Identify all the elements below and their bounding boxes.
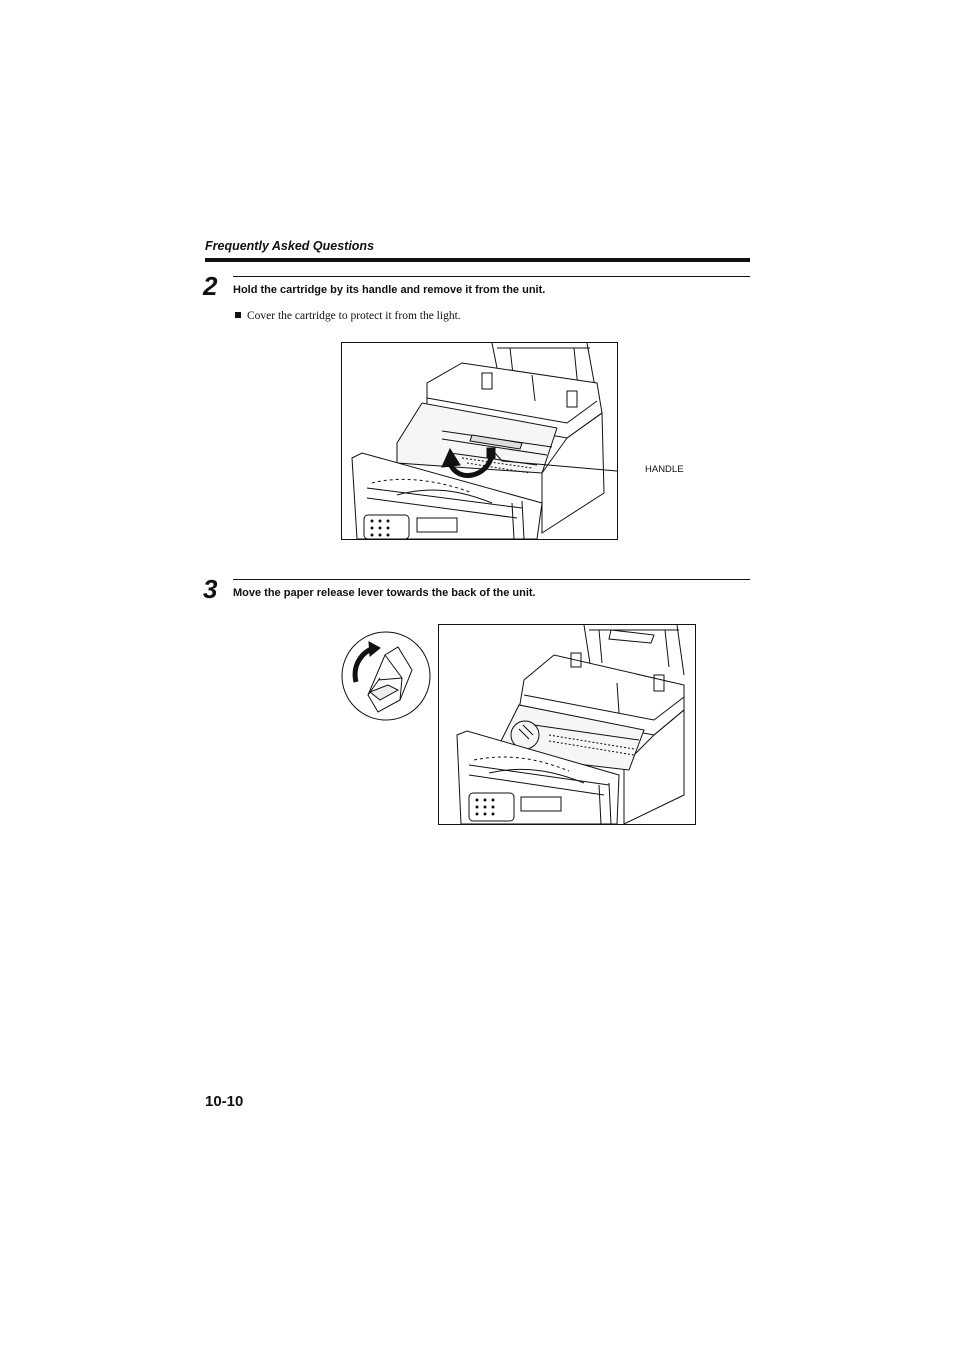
page-number: 10-10 (205, 1093, 244, 1110)
step-2-number: 2 (203, 271, 218, 301)
step-2-bullet: Cover the cartridge to protect it from t… (235, 310, 461, 322)
step-3-illustration (438, 624, 696, 825)
step-3-number: 3 (203, 574, 218, 604)
lever-detail-inset (340, 630, 432, 727)
step-3-instruction: Move the paper release lever towards the… (233, 587, 536, 599)
header-rule (205, 258, 750, 262)
handle-callout-label: HANDLE (645, 464, 684, 475)
step-2-instruction: Hold the cartridge by its handle and rem… (233, 284, 546, 296)
bullet-square-icon (235, 312, 241, 318)
step-3-rule (233, 579, 750, 580)
step-2-bullet-text: Cover the cartridge to protect it from t… (247, 310, 461, 322)
step-2-rule (233, 276, 750, 277)
step-2-illustration (341, 342, 618, 540)
section-title: Frequently Asked Questions (205, 239, 375, 253)
